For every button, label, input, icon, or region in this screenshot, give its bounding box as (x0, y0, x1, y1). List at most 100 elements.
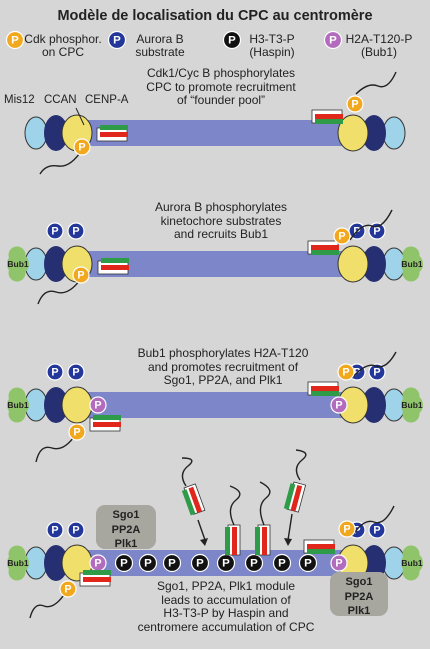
row4-h3-p-8 (298, 553, 318, 573)
row4-left-ccan (44, 545, 68, 581)
row3-bub1-left-body (7, 394, 29, 416)
caption-3-line-1: Bub1 phosphorylates H2A-T120 (137, 346, 309, 360)
row2-bub1-right-label: Bub1 (401, 259, 423, 269)
legend-aurora-icon (107, 30, 127, 50)
row4-left-aurora-p1 (46, 521, 64, 539)
legend-h3-icon (222, 30, 242, 50)
row2-right-cenp-a (337, 245, 369, 283)
legend-aurora-text: Aurora B substrate (128, 33, 192, 58)
row3-left-aurora-p2-label: P (72, 367, 79, 379)
row4-cpc-angled-right (283, 481, 307, 513)
caption-1-line-3: of “founder pool” (176, 93, 266, 107)
row1-right-cpc-red (315, 114, 343, 119)
legend-cdk-icon-label: P (11, 35, 19, 47)
row4-left-h2a-p-label: P (94, 558, 101, 570)
caption-1-line-1: Cdk1/Cyc B phosphorylates (146, 66, 296, 80)
row2-left-aurora-p2-label: P (72, 226, 79, 238)
legend-h2a-text: H2A-T120-P (Bub1) (342, 33, 416, 58)
row4-bub1-left-body (7, 552, 29, 574)
row4-arrowhead-right (284, 538, 292, 546)
legend-h2a-line1: H2A-T120-P (345, 32, 413, 46)
row3-chromatin (68, 392, 360, 418)
legend-h3-text: H3-T3-P (Haspin) (243, 33, 301, 58)
row3-left-cpc-green (93, 415, 121, 420)
row1-left-cdk-p-label: P (78, 142, 85, 154)
row4-right-h2a-p (330, 554, 348, 572)
row4-cpc-angled-left-green (181, 489, 196, 516)
row3-left-aurora-p2 (67, 363, 85, 381)
label-ccan: CCAN (44, 94, 77, 106)
row2-left-cpc-green (101, 258, 129, 263)
caption-3-line-3: Sgo1, PP2A, and Plk1 (163, 373, 283, 387)
row4-h3-p-3 (162, 553, 182, 573)
legend-h2a-line2: (Bub1) (360, 44, 398, 59)
row3-left-ccan (44, 387, 68, 423)
row3-right-h2a-p (330, 396, 348, 414)
row4-right-aurora-p2-label: P (373, 525, 380, 537)
row2-right-cpc-red (311, 245, 339, 250)
row2-left-aurora-p1 (46, 222, 64, 240)
module-left-plk1: Plk1 (114, 538, 138, 550)
row2-left-cpc-red (101, 265, 129, 270)
legend-h2a-icon (323, 30, 343, 50)
row1-right-cenp-a (337, 114, 369, 152)
row4-h3-p-4 (190, 553, 210, 573)
row2-left-ccan (44, 246, 68, 282)
row3-left-cpc-red (93, 422, 121, 427)
caption-step-1: Cdk1/Cyc B phosphorylates CPC to promote… (128, 66, 314, 108)
label-mis12: Mis12 (4, 94, 35, 106)
row3-left-cenp-a (61, 386, 93, 424)
row3-left-h2a-p-label: P (94, 400, 101, 412)
legend-cdk-text: Cdk phosphor. on CPC (24, 33, 102, 58)
row2-right-cpc-green (311, 250, 339, 255)
row4-left-aurora-p2 (67, 521, 85, 539)
row2-left-cdk-p (72, 266, 90, 284)
row1-cenp-a-leader (75, 107, 85, 126)
caption-1-line-2: CPC to promote recruitment (146, 79, 296, 94)
row4-cpc-angled-right-green (283, 483, 296, 510)
row4-right-cdk-p-label: P (343, 524, 350, 536)
row1-left-tail (39, 149, 83, 175)
row1-left-cpc-red (100, 132, 128, 137)
row4-cpc-vertical-1-red (232, 527, 237, 555)
caption-4-line-1: Sgo1, PP2A, Plk1 module (156, 579, 296, 593)
legend-h3-line2: (Haspin) (249, 44, 295, 59)
row4-cpc-angled-left-tail (181, 457, 193, 487)
module-left-pp2a: PP2A (111, 523, 141, 536)
caption-4-line-4: centromere accumulation of CPC (137, 619, 315, 634)
legend-h3-line1: H3-T3-P (249, 32, 295, 46)
row4-cpc-vertical-2-green (255, 527, 260, 555)
row1-left-cdk-p (73, 138, 91, 156)
row4-left-aurora-p2-label: P (72, 525, 79, 537)
row4-cpc-vertical-1-tail (229, 485, 241, 526)
row4-left-cdk-p (59, 580, 77, 598)
row3-left-aurora-p1 (46, 363, 64, 381)
row4-cpc-angled-left-red (188, 486, 203, 513)
row4-h3-p-7-label: P (278, 558, 286, 570)
caption-step-2: Aurora B phosphorylates kinetochore subs… (130, 200, 312, 242)
label-cenp-a: CENP-A (85, 94, 129, 106)
row3-right-cdk-p-label: P (342, 367, 349, 379)
row4-right-cpc-green (307, 549, 335, 554)
row4-right-tail (351, 505, 395, 537)
row3-left-h2a-p (89, 396, 107, 414)
row4-right-cpc-red (307, 544, 335, 549)
module-box-right: Sgo1 PP2A Plk1 (330, 572, 388, 617)
row2-right-tail (349, 209, 393, 241)
row4-cpc-angled-right-tail (295, 449, 307, 481)
row1-left-cpc-green (100, 125, 128, 130)
row3-right-ccan (362, 387, 386, 423)
legend-h2a-icon-label: P (329, 35, 337, 47)
row1-right-tail (355, 71, 397, 95)
row4-left-aurora-p1-label: P (51, 525, 58, 537)
legend-cdk-line2: on CPC (41, 44, 85, 59)
row2-left-cdk-p-label: P (77, 270, 84, 282)
row3-left-cdk-p (68, 423, 86, 441)
row2-bub1-right-body (401, 253, 423, 275)
row1-left-mis12 (24, 116, 48, 150)
row2-left-aurora-p2 (67, 222, 85, 240)
row2-bub1-left-body (7, 253, 29, 275)
caption-step-4: Sgo1, PP2A, Plk1 module leads to accumul… (128, 579, 324, 634)
row2-right-aurora-p2-label: P (373, 226, 380, 238)
